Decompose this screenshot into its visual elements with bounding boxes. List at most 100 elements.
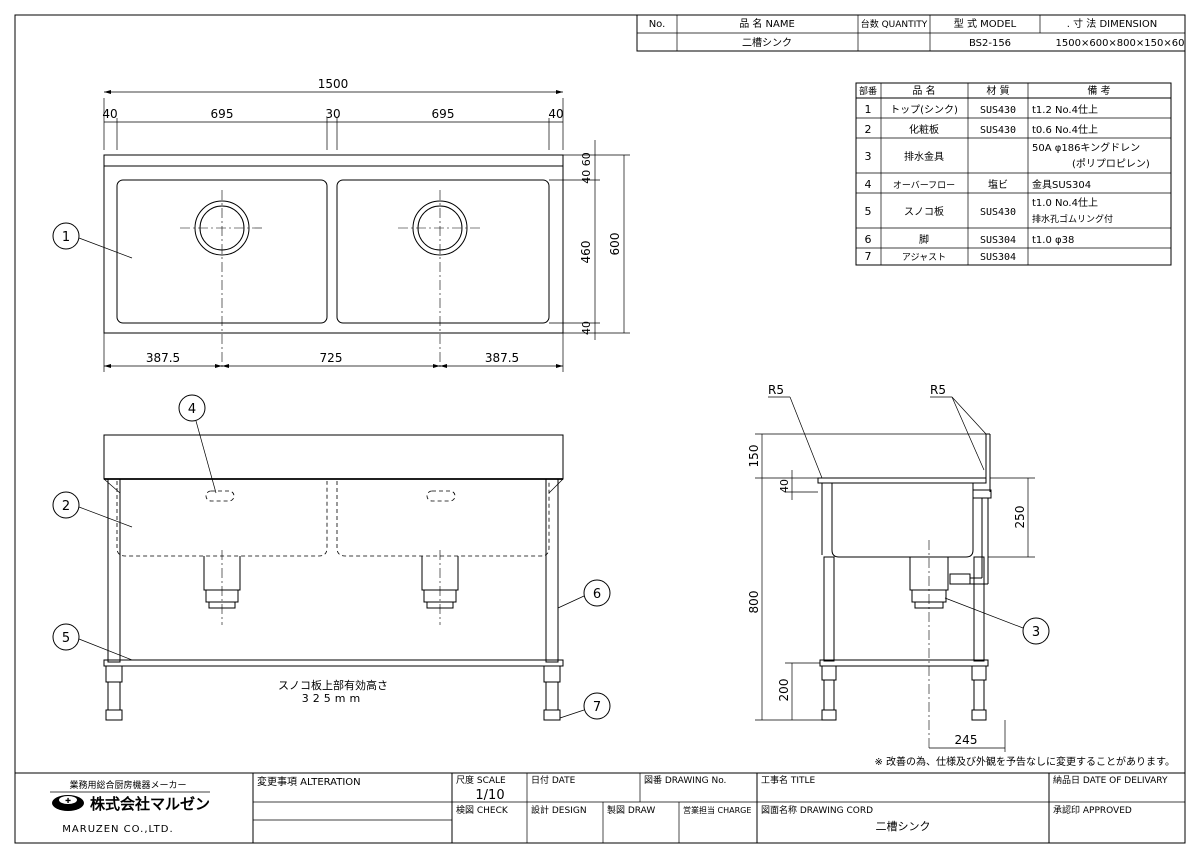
date-label: 日付 DATE: [531, 775, 576, 786]
svg-text:SUS304: SUS304: [980, 235, 1016, 246]
parts-header-material: 材 質: [986, 84, 1009, 97]
svg-text:SUS430: SUS430: [980, 105, 1016, 116]
dim-30: 30: [325, 107, 340, 121]
table-row: 4 オーバーフロー 塩ビ 金具SUS304: [865, 178, 1092, 191]
scale-value: 1/10: [475, 788, 504, 803]
alteration-label: 変更事項 ALTERATION: [257, 775, 361, 788]
drawing-cord-label: 図面名称 DRAWING CORD: [761, 804, 873, 816]
dim-40-60: 40 60: [580, 152, 593, 184]
svg-text:3: 3: [865, 150, 872, 163]
svg-text:SUS304: SUS304: [980, 252, 1016, 263]
parts-header-name: 品 名: [912, 84, 935, 97]
title-col-qty: 台数 QUANTITY: [861, 18, 928, 30]
svg-text:排水金具: 排水金具: [904, 150, 944, 163]
title-label: 工事名 TITLE: [761, 774, 816, 786]
dim-460: 460: [579, 241, 593, 264]
title-product-name: 二槽シンク: [742, 36, 792, 49]
change-notice: ※ 改善の為、仕様及び外観を予告なしに変更することがあります。: [874, 755, 1175, 768]
svg-text:t1.2 No.4仕上: t1.2 No.4仕上: [1032, 103, 1098, 116]
svg-text:脚: 脚: [919, 233, 929, 246]
plan-view: 1500 40 695 30 695 40 40 60 4: [52, 77, 630, 372]
svg-text:(ポリプロピレン): (ポリプロピレン): [1072, 158, 1150, 170]
parts-table: 部番 品 名 材 質 備 考 1 トップ(シンク) SUS430 t1.2 No…: [855, 82, 1172, 266]
title-col-model: 型 式 MODEL: [954, 17, 1017, 30]
table-row: 1 トップ(シンク) SUS430 t1.2 No.4仕上: [865, 103, 1098, 116]
delivery-label: 納品日 DATE OF DELIVARY: [1053, 774, 1168, 786]
svg-text:2: 2: [865, 123, 872, 136]
title-col-dimension: . 寸 法 DIMENSION: [1067, 17, 1157, 30]
svg-text:t0.6 No.4仕上: t0.6 No.4仕上: [1032, 123, 1098, 136]
callout-7: 7: [593, 700, 601, 715]
side-elevation: 150 40 800 200 250 245 R5 R5 3: [747, 383, 1050, 752]
design-label: 設計 DESIGN: [531, 804, 587, 816]
svg-text:✚: ✚: [65, 797, 71, 805]
table-row: 2 化粧板 SUS430 t0.6 No.4仕上: [865, 123, 1098, 136]
svg-text:t1.0 No.4仕上: t1.0 No.4仕上: [1032, 196, 1098, 209]
dim-387-right: 387.5: [485, 351, 519, 365]
front-elevation: スノコ板上部有効高さ 325mm 4 2 5 6 7: [52, 394, 611, 721]
sunoko-height-value: 325mm: [302, 692, 364, 705]
svg-text:スノコ板: スノコ板: [904, 205, 944, 218]
footer-title-block: 業務用総合厨房機器メーカー ✚ 株式会社マルゼン MARUZEN CO.,LTD…: [15, 772, 1185, 843]
callout-1: 1: [62, 230, 70, 245]
approved-label: 承認印 APPROVED: [1053, 804, 1132, 816]
table-row: 7 アジャスト SUS304: [865, 250, 1017, 263]
svg-text:4: 4: [865, 178, 872, 191]
draw-label: 製図 DRAW: [607, 804, 655, 816]
title-block: No. 品 名 NAME 台数 QUANTITY 型 式 MODEL . 寸 法…: [636, 14, 1186, 52]
svg-text:7: 7: [865, 250, 872, 263]
callout-2: 2: [62, 499, 70, 514]
dim-side-150: 150: [747, 445, 761, 468]
dim-600: 600: [608, 233, 622, 256]
sunoko-height-note: スノコ板上部有効高さ: [278, 678, 388, 692]
dim-side-40: 40: [778, 479, 791, 493]
company-name: 株式会社マルゼン: [90, 795, 210, 813]
dim-side-800: 800: [747, 591, 761, 614]
dim-387-left: 387.5: [146, 351, 180, 365]
svg-text:5: 5: [865, 205, 872, 218]
svg-text:1: 1: [865, 103, 872, 116]
svg-text:アジャスト: アジャスト: [902, 253, 946, 263]
svg-text:SUS430: SUS430: [980, 125, 1016, 136]
svg-text:SUS430: SUS430: [980, 207, 1016, 218]
svg-text:トップ(シンク): トップ(シンク): [890, 104, 958, 116]
svg-text:排水孔ゴムリング付: 排水孔ゴムリング付: [1032, 213, 1113, 225]
drawing-name: 二槽シンク: [876, 820, 931, 833]
company-category: 業務用総合厨房機器メーカー: [69, 779, 186, 791]
callout-5: 5: [62, 631, 70, 646]
svg-text:50A φ186キングドレン: 50A φ186キングドレン: [1032, 141, 1140, 154]
callout-4: 4: [188, 402, 196, 417]
drawing-border: [14, 14, 1186, 844]
dim-side-250: 250: [1013, 506, 1027, 529]
title-col-name: 品 名 NAME: [739, 17, 795, 30]
dim-40-bottom: 40: [580, 321, 593, 335]
title-dimension: 1500×600×800×150×60: [1056, 38, 1185, 49]
dim-725: 725: [320, 351, 343, 365]
check-label: 検図 CHECK: [456, 804, 509, 816]
company-name-en: MARUZEN CO.,LTD.: [62, 824, 173, 835]
dim-40-left: 40: [102, 107, 117, 121]
callout-3: 3: [1032, 625, 1040, 640]
callout-6: 6: [593, 587, 601, 602]
svg-text:t1.0 φ38: t1.0 φ38: [1032, 235, 1074, 246]
parts-header-note: 備 考: [1087, 84, 1110, 97]
drawing-no-label: 図番 DRAWING No.: [644, 774, 726, 786]
dim-695-right: 695: [432, 107, 455, 121]
dim-side-200: 200: [777, 679, 791, 702]
dim-40-right: 40: [548, 107, 563, 121]
parts-header-no: 部番: [859, 85, 877, 97]
table-row: 6 脚 SUS304 t1.0 φ38: [865, 233, 1075, 246]
label-r5-left: R5: [768, 383, 784, 397]
charge-label: 営業担当 CHARGE: [683, 805, 751, 815]
label-r5-right: R5: [930, 383, 946, 397]
title-col-no: No.: [649, 19, 666, 30]
table-row: 3 排水金具 50A φ186キングドレン (ポリプロピレン): [865, 141, 1150, 170]
dim-overall-width: 1500: [318, 77, 349, 91]
title-model: BS2-156: [969, 38, 1011, 49]
table-row: 5 スノコ板 SUS430 t1.0 No.4仕上 排水孔ゴムリング付: [865, 196, 1114, 225]
svg-text:6: 6: [865, 233, 872, 246]
svg-text:オーバーフロー: オーバーフロー: [893, 180, 955, 191]
svg-text:金具SUS304: 金具SUS304: [1032, 178, 1091, 191]
svg-text:化粧板: 化粧板: [909, 123, 939, 136]
